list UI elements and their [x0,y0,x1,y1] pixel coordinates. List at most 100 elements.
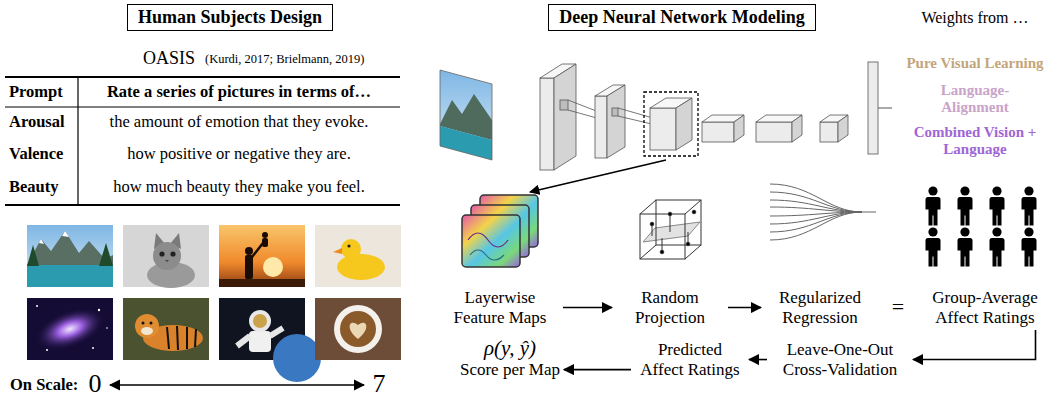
step-label: Group-Average Affect Ratings [923,288,1048,327]
table-cell: the amount of emotion that they evoke. [110,113,369,132]
section-title-box: Human Subjects Design [127,4,333,31]
weights-option: Language- Alignment [925,82,1025,117]
equals-sign: = [892,294,904,319]
photo-galaxy [27,298,113,360]
random-projection-cube [640,214,685,259]
photo-kitten [153,242,181,270]
random-projection-cube [640,245,656,259]
network-layers [878,108,892,109]
network-layers [702,122,734,142]
photo-tiger [141,327,153,335]
photo-latte [315,298,401,360]
table-row-label: Valence [9,145,63,164]
pipeline-step: Leave-One-Out Cross-Validation [771,340,909,379]
random-projection-cube [668,212,672,216]
rater-group-icons [990,227,1005,266]
photo-astronaut [219,298,321,382]
table-rules [5,204,400,206]
selected-layer-outline [644,92,698,156]
scale-max: 7 [373,369,386,399]
network-layers [676,98,692,150]
network-layers [734,115,744,142]
random-projection-cube [656,200,701,245]
photo-astronaut [273,334,321,382]
flow-arrow [563,307,612,309]
photo-sunset [245,255,253,279]
random-projection-cube [685,245,701,259]
random-projection-cube [660,250,664,254]
photo-sunset [252,243,263,257]
photo-kitten [165,260,169,262]
network-input-photo [440,70,492,160]
photo-mountain-lake [99,243,113,266]
regression-curves [770,200,862,212]
flow-arrow [728,307,761,309]
photo-tiger [195,329,196,347]
network-layers [820,122,838,142]
network-layers [595,96,607,158]
rater-group-icons [958,227,973,266]
layer-to-maps-arrow [530,160,666,192]
feature-maps-icon [468,233,508,247]
scale-label: On Scale: [10,376,78,395]
photo-astronaut [253,314,267,328]
photo-tiger [177,326,178,350]
photo-tiger [123,298,209,360]
photo-tiger [150,322,153,325]
random-projection-cube [640,200,701,259]
photo-galaxy [30,300,110,358]
photo-kitten [123,225,209,288]
random-projection-cube [685,200,701,214]
network-layers [607,85,625,158]
network-input-photo [440,70,492,160]
photo-rubber-duck [315,225,401,287]
photo-rubber-duck [315,225,401,287]
photo-rubber-duck [333,248,342,254]
layer-to-maps-arrow [530,160,666,192]
regression-curves [862,212,876,213]
flow-arrow [749,359,767,361]
pipeline-step: Layerwise Feature Maps [441,288,559,327]
flow-arrow [564,369,631,371]
photo-rubber-duck [347,244,350,247]
photo-mountain-lake [27,265,113,287]
random-projection-cube [686,242,690,246]
photo-astronaut [237,336,250,346]
rater-group-icons [1022,186,1037,225]
rater-group-icons [926,186,941,225]
photo-sunset [263,257,283,277]
pipeline-step: Random Projection [616,288,724,327]
photo-galaxy [46,349,48,351]
weights-heading: Weights from … [921,9,1028,27]
feature-maps-icon [462,195,538,267]
network-layers [540,62,892,170]
photo-sunset [219,279,305,287]
photo-rubber-duck [341,239,361,259]
table-rules [5,106,400,107]
photo-tiger [135,314,159,338]
network-layers [540,78,554,170]
photo-kitten [123,225,209,287]
pipeline-step: Predicted Affect Ratings [635,340,745,379]
section-title-box: Deep Neural Network Modeling [548,4,815,31]
step-label: Leave-One-Out Cross-Validation [771,340,909,379]
photo-sunset [262,232,268,238]
regression-curves [770,212,862,240]
table-header: Rate a series of pictures in terms of… [107,83,371,102]
step-label: ρ(y, ŷ) [460,336,560,360]
photo-latte [350,323,367,339]
regression-curves [770,192,862,212]
rater-group-icons [926,186,1037,266]
photo-latte [334,305,382,353]
step-label: Layerwise Feature Maps [441,288,559,327]
network-input-photo [440,126,492,160]
photo-rubber-duck [337,254,385,280]
step-label: Random Projection [616,288,724,327]
network-input-photo [440,70,492,160]
network-layers [756,122,792,142]
table-row-label: Beauty [9,178,59,197]
scale-min: 0 [89,369,102,399]
table-header: Prompt [9,83,63,102]
photo-galaxy [36,305,38,307]
photo-galaxy [27,298,113,360]
